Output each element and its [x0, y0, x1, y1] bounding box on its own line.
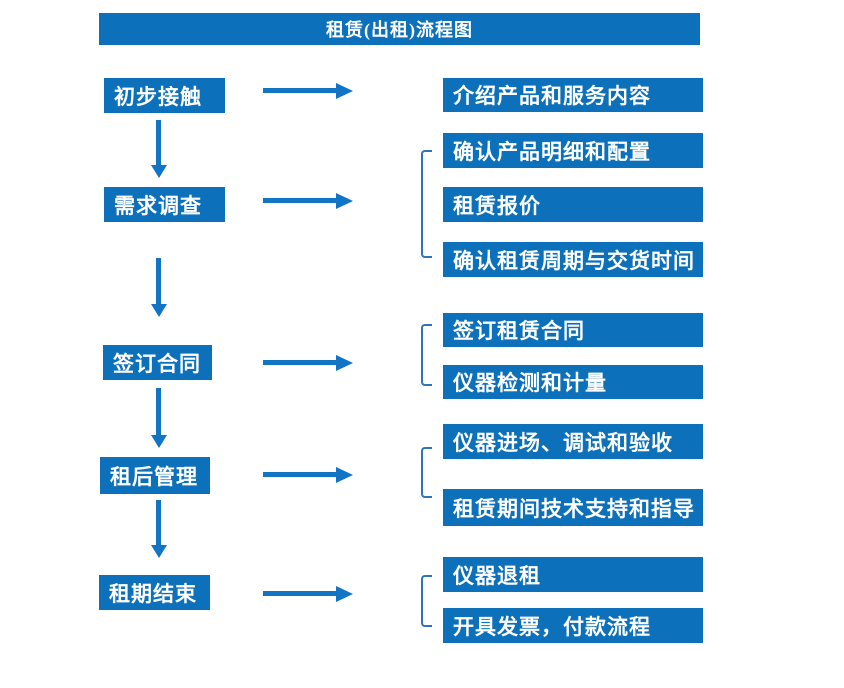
flowchart-title-bar: 租赁(出租)流程图: [99, 13, 700, 45]
group-bracket-demand-survey: [421, 150, 432, 258]
detail-box-instrument-return: 仪器退租: [443, 557, 703, 592]
right-arrow-3: [263, 354, 353, 371]
down-arrow-4: [150, 500, 167, 558]
step-box-rental-end: 租期结束: [99, 575, 210, 610]
detail-box-rental-quote: 租赁报价: [443, 187, 703, 222]
step-box-demand-survey: 需求调查: [104, 187, 225, 222]
down-arrow-2: [150, 258, 167, 317]
right-arrow-1: [263, 82, 353, 99]
right-arrow-5: [263, 585, 353, 602]
down-arrow-1: [150, 120, 167, 178]
detail-box-instrument-inspection: 仪器检测和计量: [443, 365, 703, 399]
right-arrow-2: [263, 192, 353, 209]
detail-box-confirm-product-details: 确认产品明细和配置: [443, 133, 703, 168]
detail-box-introduce-products: 介绍产品和服务内容: [443, 78, 703, 112]
step-box-sign-contract: 签订合同: [103, 345, 212, 380]
right-arrow-4: [263, 466, 353, 483]
step-box-post-rental-management: 租后管理: [100, 457, 210, 494]
step-box-initial-contact: 初步接触: [104, 78, 225, 113]
detail-box-instrument-installation: 仪器进场、调试和验收: [443, 424, 703, 459]
flowchart-title: 租赁(出租)流程图: [326, 20, 473, 40]
group-bracket-sign-contract: [421, 324, 432, 386]
down-arrow-3: [150, 388, 167, 448]
detail-box-confirm-rental-period: 确认租赁周期与交货时间: [443, 242, 703, 277]
detail-box-invoice-payment: 开具发票，付款流程: [443, 608, 703, 643]
detail-box-sign-rental-contract: 签订租赁合同: [443, 313, 703, 347]
group-bracket-rental-end: [421, 575, 432, 627]
group-bracket-post-rental: [421, 447, 432, 498]
detail-box-technical-support: 租赁期间技术支持和指导: [443, 489, 703, 526]
